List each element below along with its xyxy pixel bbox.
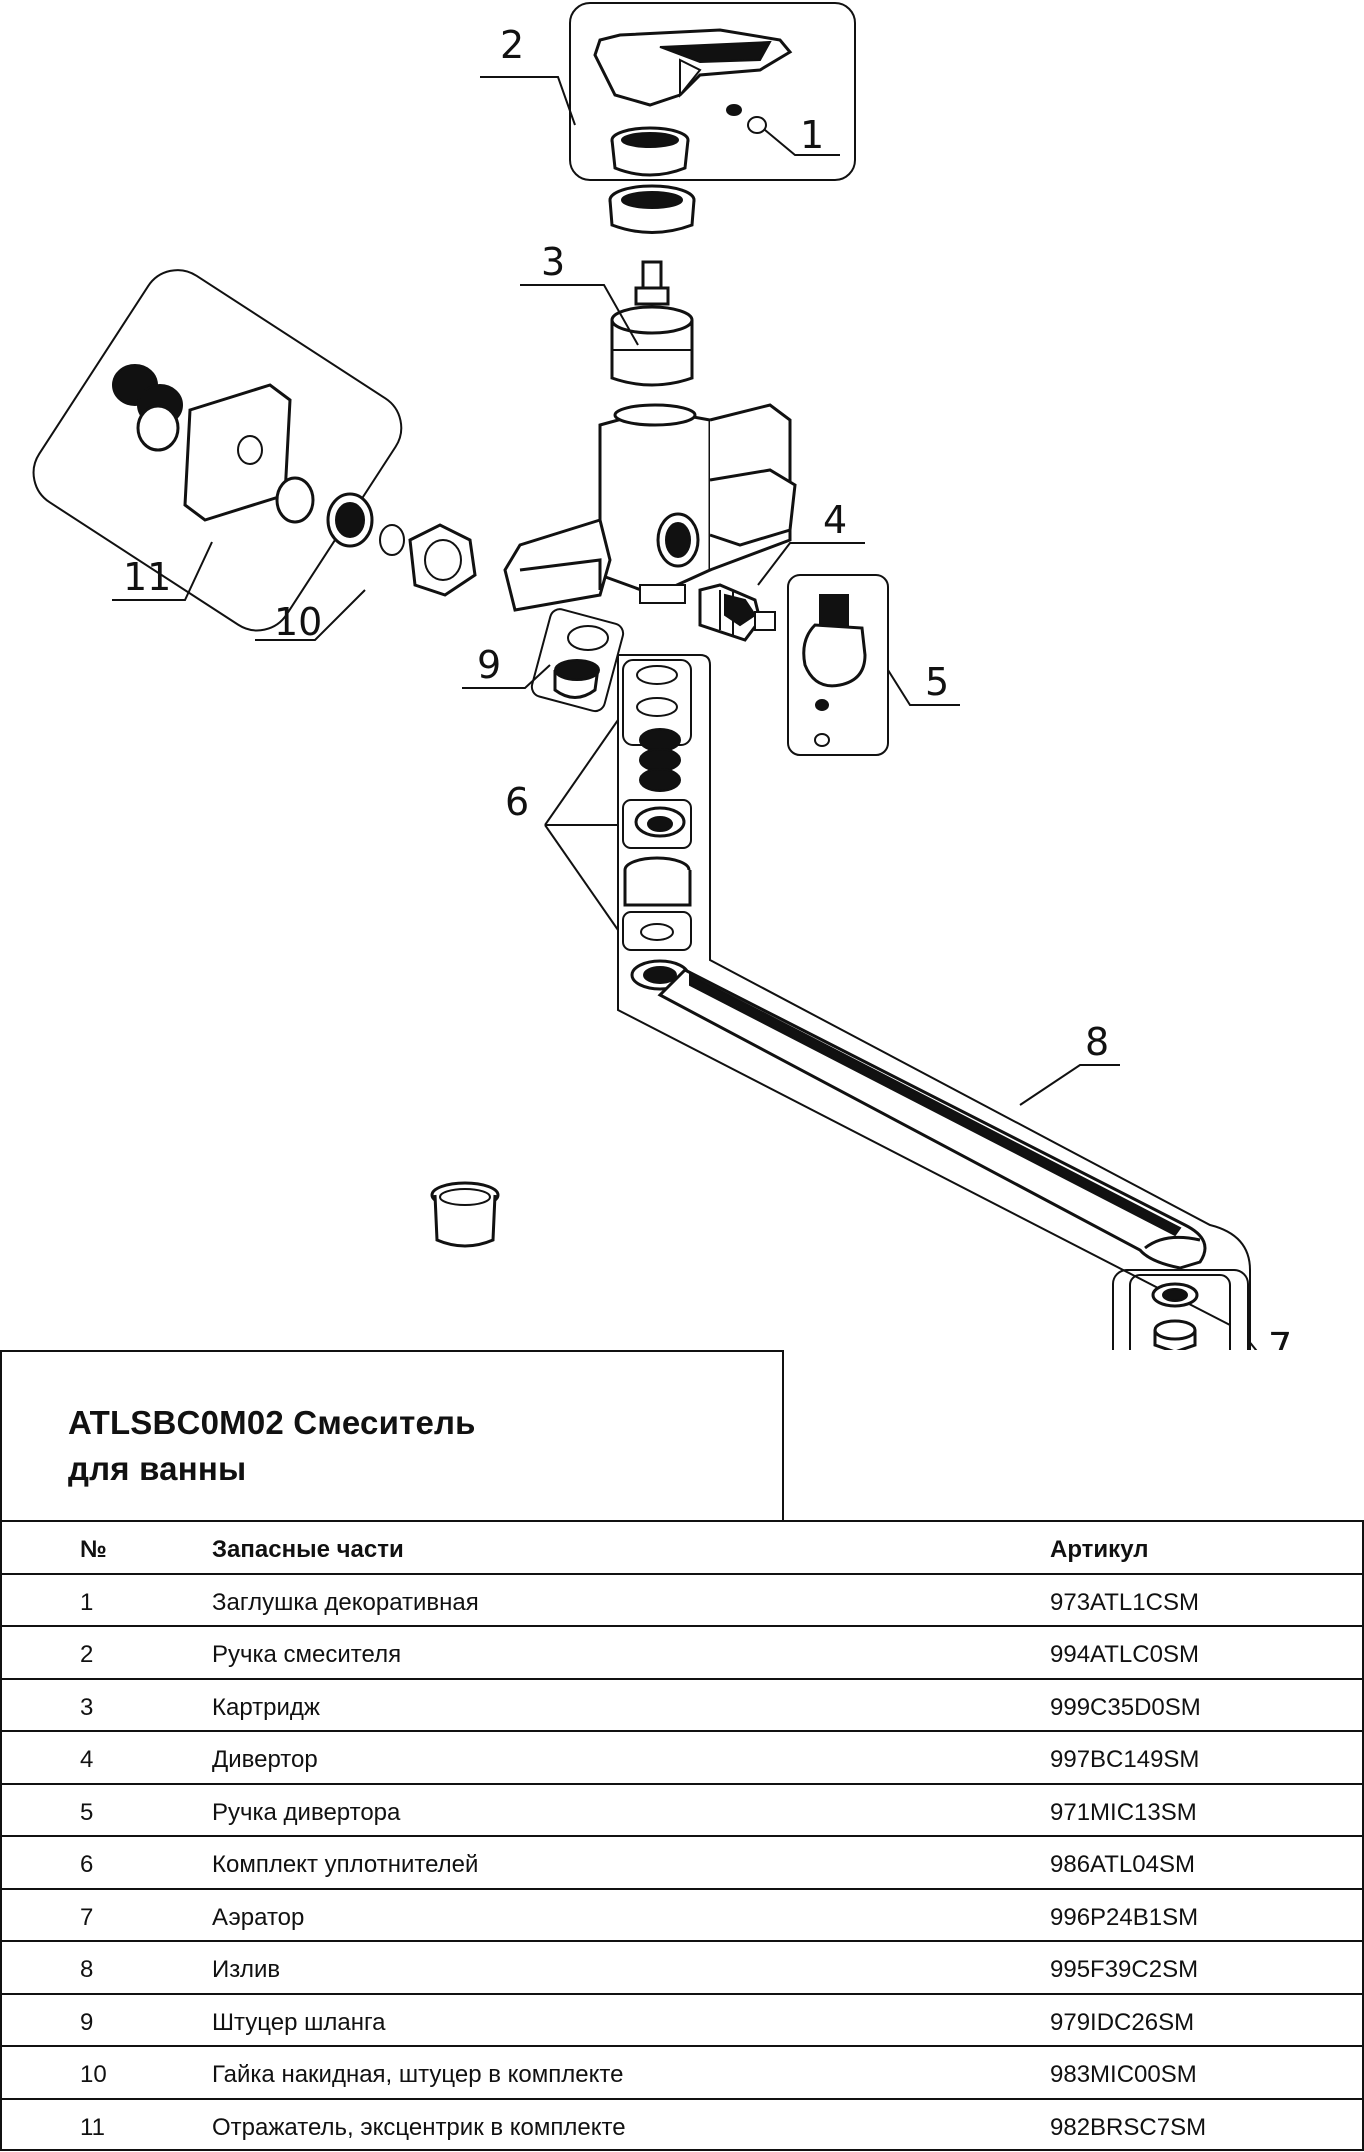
row-number: 7 xyxy=(80,1904,93,1932)
row-number: 11 xyxy=(80,2114,105,2142)
callout-3: 3 xyxy=(541,240,565,284)
row-sku: 979IDC26SM xyxy=(1050,2009,1194,2037)
header-part-name: Запасные части xyxy=(212,1536,404,1564)
table-row: 10 Гайка накидная, штуцер в комплекте 98… xyxy=(2,2047,1362,2100)
row-sku: 986ATL04SM xyxy=(1050,1851,1195,1879)
exploded-view-diagram: 2 1 3 4 xyxy=(0,0,1364,1350)
row-sku: 971MIC13SM xyxy=(1050,1799,1197,1827)
spout-group xyxy=(618,655,1250,1350)
row-number: 6 xyxy=(80,1851,93,1879)
row-sku: 999C35D0SM xyxy=(1050,1694,1201,1722)
row-part-name: Ручка дивертора xyxy=(212,1799,400,1827)
reflector-eccentric-group xyxy=(20,257,475,644)
spare-parts-table: № Запасные части Артикул 1 Заглушка деко… xyxy=(0,1520,1364,2151)
diverter-handle-group xyxy=(788,575,888,755)
table-row: 7 Аэратор 996P24B1SM xyxy=(2,1890,1362,1943)
table-row: 9 Штуцер шланга 979IDC26SM xyxy=(2,1995,1362,2048)
row-sku: 997BC149SM xyxy=(1050,1746,1199,1774)
row-number: 5 xyxy=(80,1799,93,1827)
row-sku: 983MIC00SM xyxy=(1050,2061,1197,2089)
diverter xyxy=(700,585,775,640)
row-part-name: Комплект уплотнителей xyxy=(212,1851,478,1879)
callout-2: 2 xyxy=(500,23,524,67)
row-part-name: Заглушка декоративная xyxy=(212,1589,479,1617)
title-box: ATLSBC0M02 Смеситель для ванны xyxy=(0,1350,784,1522)
row-part-name: Ручка смесителя xyxy=(212,1641,401,1669)
callout-5: 5 xyxy=(925,660,949,704)
row-part-name: Аэратор xyxy=(212,1904,304,1932)
callout-1: 1 xyxy=(800,113,824,157)
row-sku: 994ATLC0SM xyxy=(1050,1641,1199,1669)
row-sku: 973ATL1CSM xyxy=(1050,1589,1199,1617)
header-sku: Артикул xyxy=(1050,1536,1148,1564)
mixer-body xyxy=(505,405,795,610)
hose-fitting-group xyxy=(530,607,626,713)
row-part-name: Картридж xyxy=(212,1694,320,1722)
row-sku: 996P24B1SM xyxy=(1050,1904,1198,1932)
row-number: 9 xyxy=(80,2009,93,2037)
table-row: 2 Ручка смесителя 994ATLC0SM xyxy=(2,1627,1362,1680)
document-title: ATLSBC0M02 Смеситель для ванны xyxy=(68,1400,476,1492)
table-row: 6 Комплект уплотнителей 986ATL04SM xyxy=(2,1837,1362,1890)
row-part-name: Штуцер шланга xyxy=(212,2009,386,2037)
row-part-name: Дивертор xyxy=(212,1746,318,1774)
callout-9: 9 xyxy=(477,643,501,687)
aerator-group xyxy=(1113,1270,1248,1350)
adapter-sleeve xyxy=(432,1183,498,1246)
row-number: 2 xyxy=(80,1641,93,1669)
row-sku: 982BRSC7SM xyxy=(1050,2114,1206,2142)
table-row: 3 Картридж 999C35D0SM xyxy=(2,1680,1362,1733)
table-row: 11 Отражатель, эксцентрик в комплекте 98… xyxy=(2,2100,1362,2152)
header-number: № xyxy=(80,1536,107,1564)
row-number: 10 xyxy=(80,2061,107,2089)
row-number: 1 xyxy=(80,1589,93,1617)
callout-8: 8 xyxy=(1085,1020,1109,1064)
callout-6: 6 xyxy=(505,780,529,824)
table-row: 1 Заглушка декоративная 973ATL1CSM xyxy=(2,1575,1362,1628)
table-header-row: № Запасные части Артикул xyxy=(2,1522,1362,1575)
row-part-name: Отражатель, эксцентрик в комплекте xyxy=(212,2114,626,2142)
callout-4: 4 xyxy=(823,498,847,542)
callout-10: 10 xyxy=(274,600,322,644)
title-line-1: ATLSBC0M02 Смеситель xyxy=(68,1400,476,1446)
row-part-name: Гайка накидная, штуцер в комплекте xyxy=(212,2061,623,2089)
table-row: 8 Излив 995F39C2SM xyxy=(2,1942,1362,1995)
row-part-name: Излив xyxy=(212,1956,280,1984)
row-number: 8 xyxy=(80,1956,93,1984)
callout-11: 11 xyxy=(123,555,171,599)
callout-7: 7 xyxy=(1268,1325,1292,1350)
title-line-2: для ванны xyxy=(68,1446,476,1492)
cartridge xyxy=(610,186,694,385)
table-row: 5 Ручка дивертора 971MIC13SM xyxy=(2,1785,1362,1838)
row-number: 4 xyxy=(80,1746,93,1774)
row-sku: 995F39C2SM xyxy=(1050,1956,1198,1984)
table-row: 4 Дивертор 997BC149SM xyxy=(2,1732,1362,1785)
row-number: 3 xyxy=(80,1694,93,1722)
